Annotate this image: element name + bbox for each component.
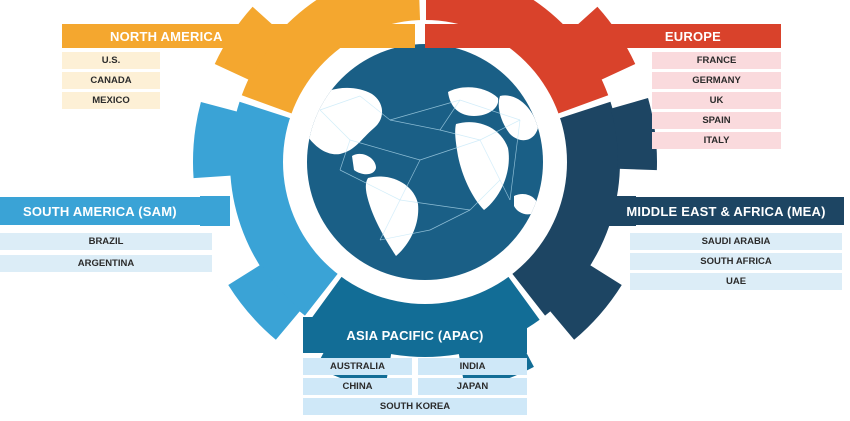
network-line bbox=[319, 95, 361, 111]
country-australia: AUSTRALIA bbox=[303, 358, 412, 375]
south-america-title: SOUTH AMERICA (SAM) bbox=[23, 203, 177, 219]
network-line bbox=[499, 179, 511, 201]
network-line bbox=[389, 119, 441, 131]
europe-title: EUROPE bbox=[664, 28, 721, 44]
gear-tooth bbox=[610, 98, 657, 171]
land-asia bbox=[498, 95, 538, 141]
country-spain: SPAIN bbox=[652, 112, 781, 129]
country-italy: ITALY bbox=[652, 132, 781, 149]
gear-tooth bbox=[228, 264, 301, 340]
country-saudi-arabia: SAUDI ARABIA bbox=[630, 233, 842, 250]
network-line bbox=[419, 139, 481, 161]
country-china: CHINA bbox=[303, 378, 412, 395]
north-america-header: NORTH AMERICA bbox=[62, 24, 415, 48]
country-argentina: ARGENTINA bbox=[0, 255, 212, 272]
network-line bbox=[349, 139, 421, 161]
country-japan: JAPAN bbox=[418, 378, 527, 395]
land-australia bbox=[514, 193, 539, 215]
gear-ring-segment bbox=[229, 101, 339, 316]
network-lines bbox=[319, 95, 521, 241]
country-india: INDIA bbox=[418, 358, 527, 375]
network-line bbox=[509, 119, 521, 201]
gear-ring-segment bbox=[511, 101, 620, 316]
mea-title: MIDDLE EAST & AFRICA (MEA) bbox=[626, 203, 826, 219]
country-uae: UAE bbox=[630, 273, 842, 290]
network-line bbox=[379, 199, 401, 241]
europe-header: EUROPE bbox=[425, 24, 781, 48]
network-line bbox=[429, 209, 471, 231]
network-line bbox=[389, 99, 461, 121]
country-us: U.S. bbox=[62, 52, 160, 69]
country-germany: GERMANY bbox=[652, 72, 781, 89]
network-line bbox=[379, 229, 431, 241]
gear-sector-mea bbox=[511, 98, 657, 340]
network-line bbox=[399, 159, 421, 201]
network-line bbox=[479, 139, 501, 181]
network-line bbox=[479, 119, 521, 141]
mea-header: MIDDLE EAST & AFRICA (MEA) bbox=[608, 197, 844, 225]
network-line bbox=[339, 139, 351, 171]
gear-tooth bbox=[549, 264, 622, 340]
gear-sector-south-america bbox=[193, 101, 339, 340]
network-line bbox=[439, 99, 461, 131]
south-america-header: SOUTH AMERICA (SAM) bbox=[0, 197, 208, 225]
network-line bbox=[359, 95, 391, 121]
north-america-title: NORTH AMERICA bbox=[110, 28, 223, 44]
land-central-america bbox=[352, 153, 376, 175]
country-south-korea: SOUTH KOREA bbox=[303, 398, 527, 415]
apac-title: ASIA PACIFIC (APAC) bbox=[346, 327, 484, 343]
network-line bbox=[439, 129, 481, 141]
network-line bbox=[459, 99, 521, 121]
gear-tooth bbox=[193, 101, 239, 179]
country-uk: UK bbox=[652, 92, 781, 109]
network-line bbox=[339, 169, 401, 201]
country-france: FRANCE bbox=[652, 52, 781, 69]
country-brazil: BRAZIL bbox=[0, 233, 212, 250]
country-canada: CANADA bbox=[62, 72, 160, 89]
network-line bbox=[469, 179, 501, 211]
country-south-africa: SOUTH AFRICA bbox=[630, 253, 842, 270]
apac-header: ASIA PACIFIC (APAC) bbox=[303, 317, 527, 353]
network-line bbox=[319, 109, 351, 141]
network-line bbox=[399, 199, 471, 211]
country-mexico: MEXICO bbox=[62, 92, 160, 109]
connector-apac bbox=[400, 300, 450, 320]
